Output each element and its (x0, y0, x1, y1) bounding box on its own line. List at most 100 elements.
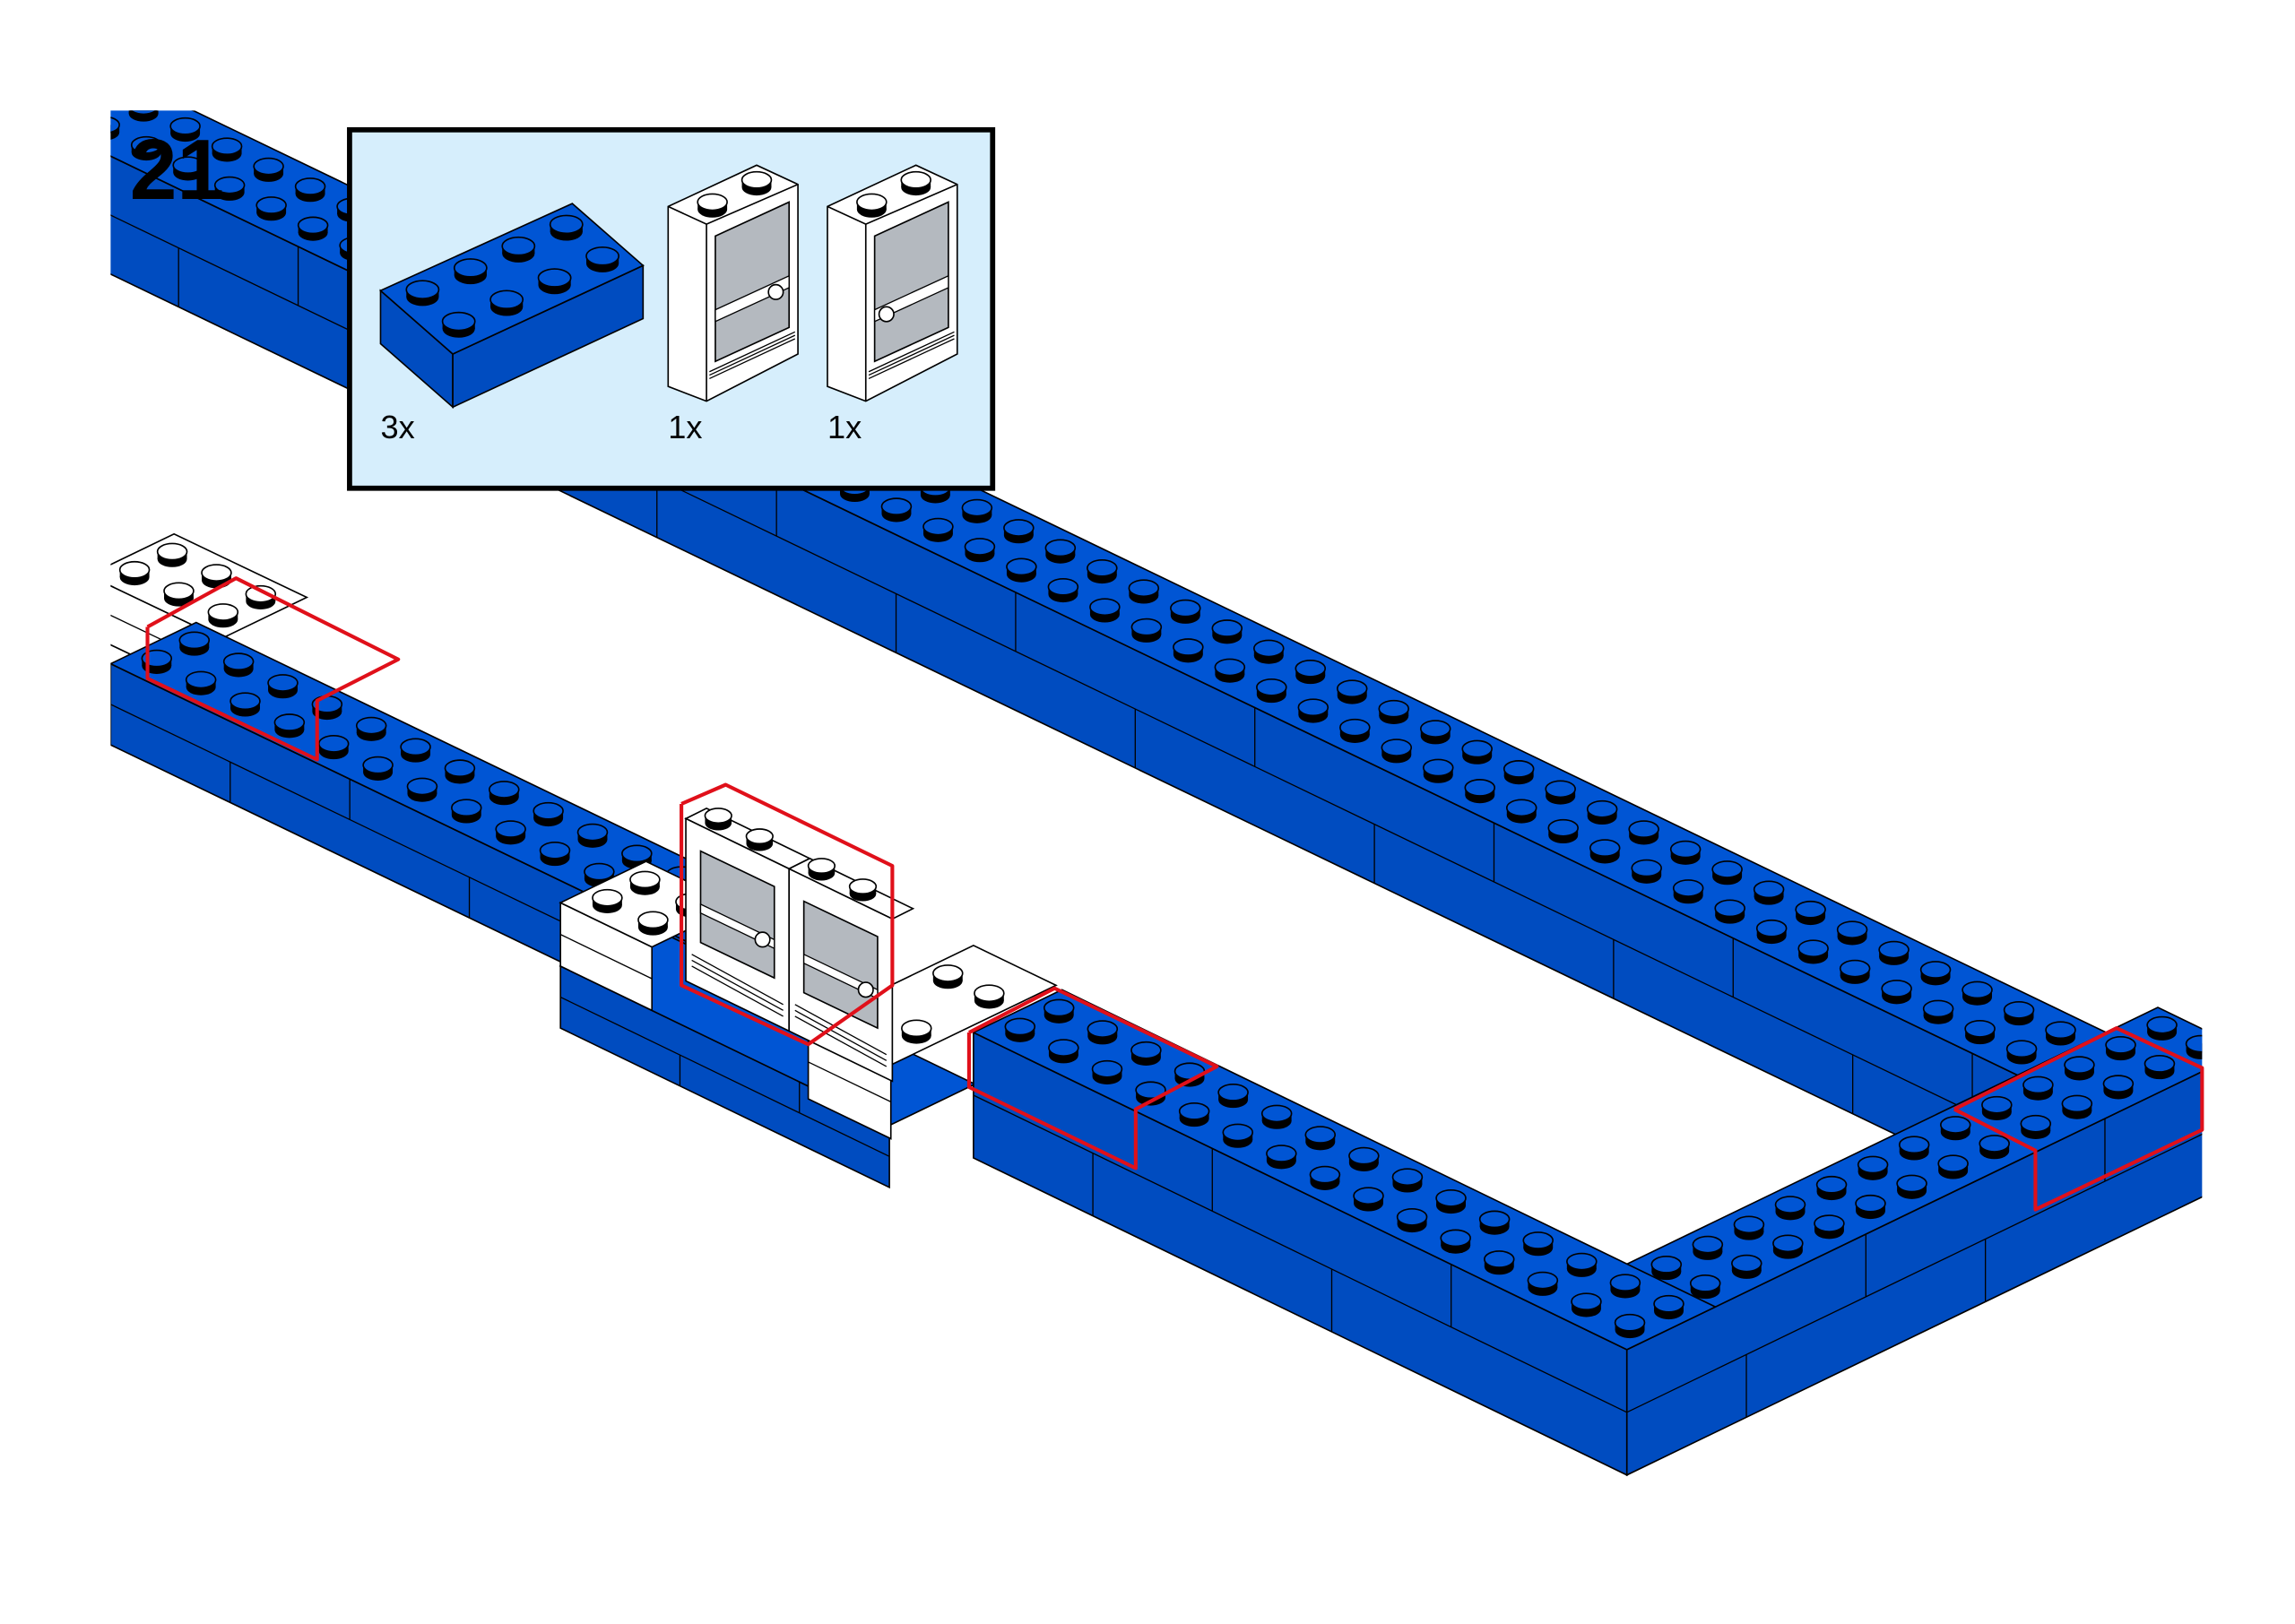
stud (1128, 579, 1160, 598)
stud (406, 777, 438, 796)
stud (1547, 818, 1580, 837)
stud (1435, 1188, 1467, 1207)
stud (1464, 779, 1496, 797)
stud (1396, 1207, 1428, 1226)
placed-door-right-step-line (794, 1015, 888, 1067)
stud (2105, 1036, 2136, 1054)
stud (355, 716, 387, 735)
stud (1692, 1235, 1724, 1254)
stud (1566, 1252, 1598, 1271)
stud (501, 236, 536, 256)
stud (1774, 1196, 1806, 1214)
callout-door-1-knob (767, 283, 784, 300)
stud (1896, 1174, 1927, 1193)
stud (592, 888, 623, 907)
parts-art (378, 164, 958, 410)
stud (2102, 1075, 2135, 1093)
stud (1422, 758, 1454, 777)
stud (533, 801, 564, 820)
front-wall (971, 989, 1718, 1477)
stud (1964, 1019, 1996, 1038)
stud (1006, 557, 1037, 576)
front-wall-seam (973, 1094, 1627, 1413)
stud (169, 117, 201, 135)
placed-door-left-step-line (691, 959, 784, 1011)
stud (1753, 880, 1785, 899)
stud (1815, 1175, 1848, 1194)
stud (185, 670, 217, 689)
stud (1304, 1126, 1337, 1144)
highlight-brick-right (1953, 1026, 2204, 1212)
stud (740, 170, 773, 189)
placed-door-left (684, 807, 812, 1032)
part-quantity-door-1: 1x (668, 409, 702, 445)
stud (245, 584, 277, 603)
stud (1881, 980, 1912, 998)
stud (901, 1019, 932, 1038)
stud (2146, 1015, 2178, 1034)
stud (1614, 1313, 1646, 1332)
stud (856, 193, 888, 212)
stud (2003, 1000, 2035, 1019)
stud (1297, 698, 1329, 717)
stud (1755, 919, 1788, 937)
placed-door-right (787, 857, 915, 1083)
stud (1222, 1123, 1254, 1142)
stud (211, 137, 243, 156)
stud (576, 823, 609, 842)
stud (549, 214, 584, 235)
stud (1339, 718, 1371, 737)
stud (1295, 659, 1327, 678)
callout-door-2 (827, 164, 958, 402)
callout-door-2-step-line (868, 331, 955, 373)
stud (1672, 879, 1704, 897)
callout-door-2-step-line (868, 338, 955, 380)
highlight-brick-front (966, 986, 1219, 1170)
callout-door-1-step-line (709, 338, 796, 380)
stud (441, 311, 476, 332)
stud (1898, 1136, 1930, 1154)
stud (1609, 1274, 1641, 1292)
stud (1217, 1084, 1249, 1101)
stud (1586, 799, 1618, 818)
stud (1478, 1210, 1511, 1229)
stud (1589, 839, 1621, 858)
stud (267, 674, 299, 692)
stud (1003, 519, 1035, 537)
stud (1527, 1271, 1559, 1290)
stud (1087, 1020, 1119, 1039)
stud (1004, 1017, 1036, 1036)
stud (1440, 1229, 1471, 1248)
stud (489, 781, 520, 799)
stud (1256, 678, 1287, 696)
stud (405, 280, 440, 299)
placed-door-right-step-line (794, 1009, 888, 1061)
callout-door-1-step-line (709, 331, 796, 373)
stud (110, 117, 120, 134)
stud (1919, 961, 1952, 979)
stud (2022, 1075, 2054, 1094)
stud (1855, 1194, 1886, 1213)
stud (1653, 1294, 1684, 1313)
stud (213, 176, 246, 194)
stud (1795, 900, 1826, 919)
stud (1087, 558, 1118, 577)
part-quantity-brick: 3x (380, 409, 414, 445)
stud (2143, 1055, 2176, 1073)
right-wall-seam (1626, 1133, 2203, 1413)
stud (1937, 1154, 1969, 1173)
stud (201, 564, 232, 582)
stud (1214, 658, 1246, 677)
stud (317, 734, 350, 753)
stud (1260, 1104, 1293, 1123)
stud (1505, 799, 1537, 817)
stud (2061, 1094, 2093, 1113)
stud (1378, 699, 1410, 718)
stud (1797, 939, 1829, 958)
placed-door-left-knob (754, 931, 771, 948)
stud (637, 911, 669, 929)
stud (1091, 1059, 1123, 1078)
stud (1836, 920, 1868, 939)
stud (1839, 959, 1871, 978)
